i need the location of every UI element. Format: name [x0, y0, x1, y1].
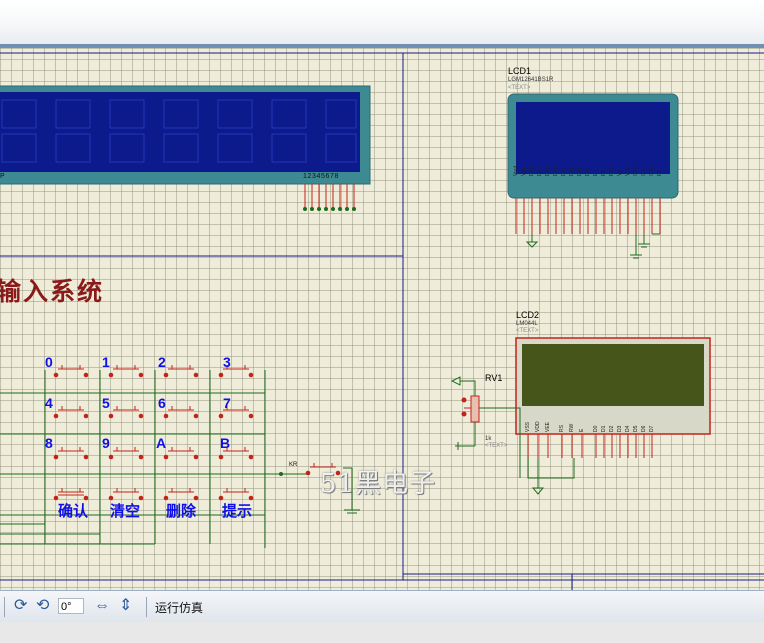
lcd2-pin-label: VDD [535, 421, 541, 432]
lcd1-pin-label: DB3 [553, 166, 559, 176]
lcd1-pin-label: RST [657, 166, 663, 176]
key-label-5: 5 [102, 395, 110, 411]
lcd1-text-tag: <TEXT> [508, 85, 531, 91]
key-label-6: 6 [158, 395, 166, 411]
status-bar: ⟳ ⟲ 0° ⇔ ⇕ 运行仿真 [0, 590, 764, 623]
lcd1-pin-label: DB4 [561, 166, 567, 176]
clear-button-label: 清空 [110, 503, 141, 520]
lcd1-pin-label: RS [601, 169, 607, 176]
lcd2-pin-label: D4 [625, 425, 631, 432]
rv1-value: 1k [485, 436, 492, 442]
lcd1-pin-label: VEE [521, 165, 527, 176]
lcd1-pin-label: DB7 [585, 166, 591, 176]
lcd1-graphic[interactable] [507, 93, 679, 259]
lcd2-pin-label: D6 [641, 425, 647, 432]
lcd1-pin-label: Vout [513, 165, 519, 176]
key-label-b: B [220, 435, 231, 451]
lcd1-pin-label: DB5 [569, 166, 575, 176]
lcd2-pin-label: RW [569, 423, 575, 432]
lcd2-graphic[interactable] [515, 337, 711, 495]
system-title: 输入系统 [0, 278, 105, 306]
lcd2-pin-label: VEE [545, 421, 551, 432]
mirror-vertical-icon[interactable]: ⇕ [119, 597, 133, 614]
window-border [0, 44, 764, 48]
hint-button-label: 提示 [222, 503, 253, 520]
lcd1-pin-label: DB0 [529, 166, 535, 176]
kr-label: KR [289, 462, 298, 468]
simulation-status-text: 运行仿真 [155, 601, 204, 615]
lcd2-pin-label: VSS [525, 421, 531, 432]
rotate-counterclockwise-icon[interactable]: ⟲ [36, 597, 50, 614]
lcd2-pin-label: E [579, 428, 585, 432]
key-label-8: 8 [45, 435, 53, 451]
lcd1-pin-label: CS1 [641, 166, 647, 176]
lcd2-pin-label: D3 [617, 425, 623, 432]
lcd1-model: LGM12641BS1R [508, 77, 554, 83]
lcd2-name: LCD2 [516, 310, 540, 320]
confirm-button-label: 确认 [58, 503, 89, 520]
lcd1-pin-label: CS2 [649, 166, 655, 176]
key-label-3: 3 [223, 354, 231, 370]
lcd2-pin-label: D2 [609, 425, 615, 432]
lcd1-pin-label: GND [633, 164, 639, 176]
key-label-9: 9 [102, 435, 110, 451]
delete-button-label: 删除 [166, 503, 197, 520]
mirror-horizontal-icon[interactable]: ⇔ [94, 597, 110, 614]
bottom-area [0, 622, 764, 643]
lcd2-pin-label: RS [559, 425, 565, 432]
function-switches[interactable] [58, 491, 84, 496]
rv1-text-tag: <TEXT> [485, 443, 508, 449]
lcd2-pin-label: D0 [593, 425, 599, 432]
rotation-angle-field[interactable]: 0° [58, 598, 84, 614]
left-lcd-display[interactable] [0, 85, 371, 211]
lcd1-pin-label: DB6 [577, 166, 583, 176]
key-label-4: 4 [45, 395, 53, 411]
lcd2-model: LM044L [516, 321, 538, 327]
key-label-1: 1 [102, 354, 110, 370]
lcd1-name: LCD1 [508, 66, 532, 76]
lcd1-pin-label: E [593, 172, 599, 176]
rotate-clockwise-icon[interactable]: ⟳ [14, 597, 28, 614]
lcd2-pin-label: D7 [649, 425, 655, 432]
lcd1-pin-label: VCC [625, 165, 631, 176]
left-lcd-left-char: P [0, 173, 5, 180]
schematic-canvas[interactable]: P 12345678 输入系统 0 1 2 3 4 5 6 7 8 9 A B … [0, 48, 764, 590]
key-label-7: 7 [223, 395, 231, 411]
keypad-switches[interactable] [53, 365, 341, 501]
lcd2-pin-label: D1 [601, 425, 607, 432]
left-lcd-pin-numbers: 12345678 [303, 173, 339, 180]
lcd2-text-tag: <TEXT> [516, 328, 539, 334]
lcd1-pin-label: V0 [617, 169, 623, 176]
watermark: 51黑电子 [320, 469, 437, 499]
rv1-potentiometer[interactable] [450, 376, 521, 478]
key-label-0: 0 [45, 354, 53, 370]
key-label-a: A [156, 435, 167, 451]
lcd1-pin-label: DB1 [537, 166, 543, 176]
lcd1-pin-label: DB2 [545, 166, 551, 176]
window-top-area [0, 0, 764, 46]
lcd1-pin-label: R/W [609, 166, 615, 176]
lcd2-pin-label: D5 [633, 425, 639, 432]
rv1-name: RV1 [485, 373, 503, 383]
keypad-wiring [0, 370, 360, 548]
key-label-2: 2 [158, 354, 166, 370]
